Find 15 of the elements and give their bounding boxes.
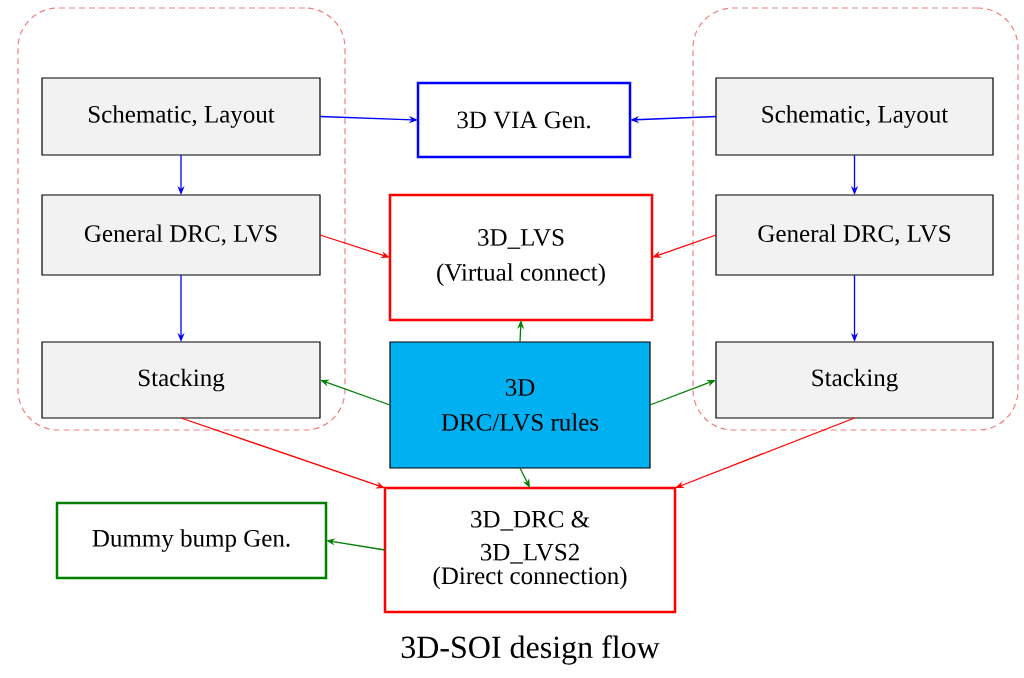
process-box: Schematic, Layout (715, 77, 994, 156)
process-box: 3D_DRC & 3D_LVS2 (Direct connection) (383, 486, 677, 614)
dashed-group (692, 7, 1019, 431)
process-box: General DRC, LVS (41, 194, 321, 276)
arrow (519, 467, 530, 488)
process-box: Dummy bump Gen. (55, 501, 328, 580)
dashed-group (17, 7, 346, 431)
process-box: Stacking (715, 341, 994, 419)
process-box: Schematic, Layout (41, 77, 321, 156)
rules-box: 3D DRC/LVS rules (389, 341, 651, 469)
process-box: Stacking (41, 341, 321, 419)
process-box: 3D VIA Gen. (416, 81, 632, 159)
caption: 3D-SOI design flow (401, 635, 660, 665)
process-box: General DRC, LVS (715, 194, 994, 276)
process-box: 3D_LVS (Virtual connect) (388, 193, 654, 322)
